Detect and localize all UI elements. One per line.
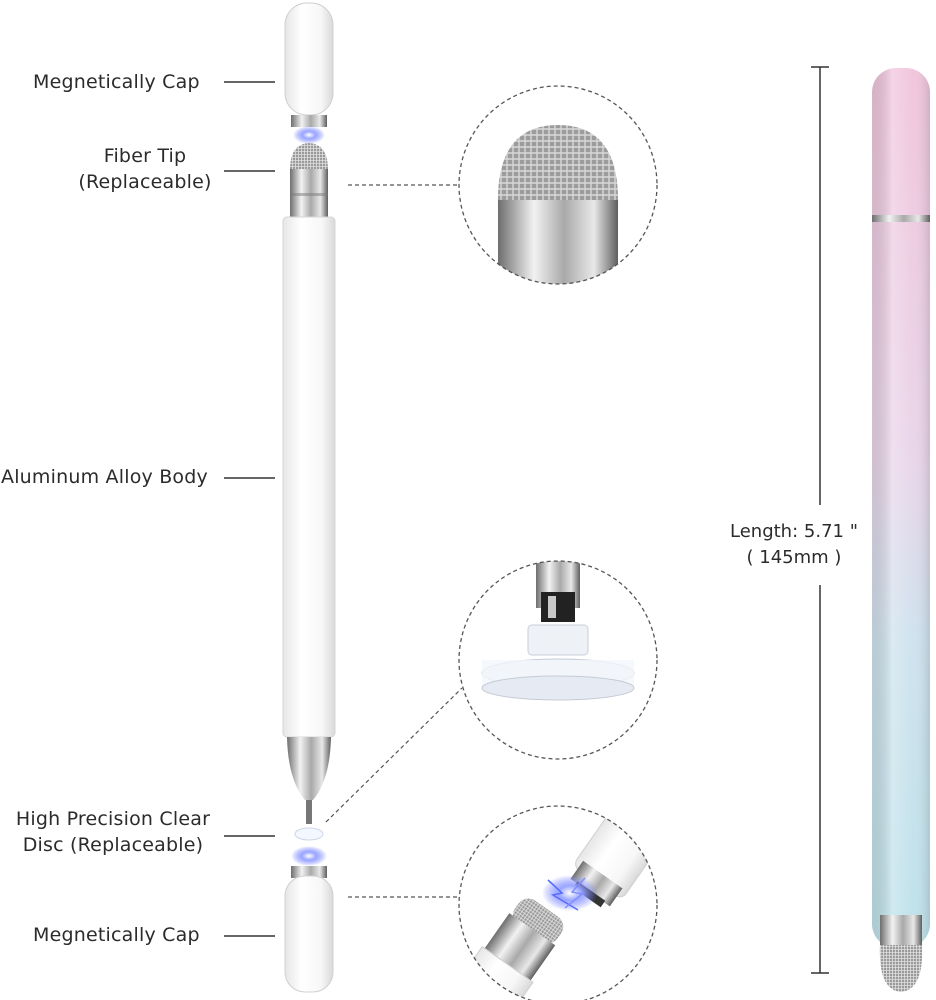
label-aluminum-body: Aluminum Alloy Body [1, 464, 208, 490]
length-prefix: Length: [730, 521, 799, 542]
length-label-line1: Length: 5.71 " [716, 519, 872, 545]
label-aluminum-body-text: Aluminum Alloy Body [1, 466, 208, 488]
label-fiber-tip: Fiber Tip (Replaceable) [70, 143, 220, 195]
label-magnetic-cap-bottom: Megnetically Cap [33, 922, 200, 948]
dashed-connectors [325, 184, 463, 898]
length-label: Length: 5.71 " ( 145mm ) [716, 519, 872, 571]
fiber-tip-closeup [458, 85, 658, 285]
magnetic-cap-closeup [458, 805, 658, 1000]
label-clear-disc-line2: Disc (Replaceable) [22, 834, 204, 856]
length-dimension-bar [811, 66, 829, 974]
label-clear-disc: High Precision Clear Disc (Replaceable) [6, 806, 220, 858]
length-inches: 5.71 " [803, 521, 858, 542]
leader-lines [224, 81, 275, 937]
label-magnetic-cap-top: Megnetically Cap [33, 69, 200, 95]
label-fiber-tip-line2: (Replaceable) [78, 171, 212, 193]
pastel-stylus [872, 68, 930, 992]
label-magnetic-cap-top-text: Megnetically Cap [33, 71, 200, 93]
label-fiber-tip-line1: Fiber Tip [103, 145, 187, 167]
label-magnetic-cap-bottom-text: Megnetically Cap [33, 924, 200, 946]
white-stylus [282, 2, 336, 993]
length-mm: ( 145mm ) [746, 547, 842, 568]
clear-disc-closeup [458, 560, 658, 760]
label-clear-disc-line1: High Precision Clear [15, 808, 211, 830]
